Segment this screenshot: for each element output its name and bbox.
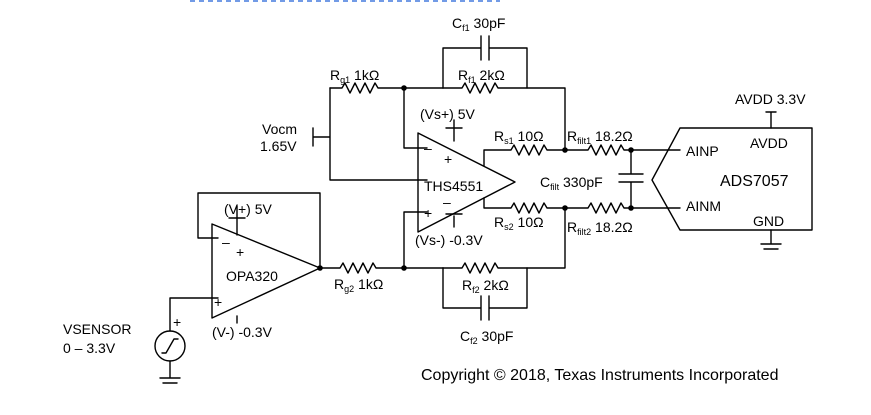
rf2-label: Rf2 2kΩ xyxy=(462,277,509,295)
vsensor-name: VSENSOR xyxy=(63,321,131,337)
node-dot xyxy=(317,265,323,271)
opa320-plus-sign: + xyxy=(214,294,222,310)
ths4551-minus-sign: – xyxy=(443,194,451,210)
ainp-pin-label: AINP xyxy=(686,143,719,159)
rg2-label: Rg2 1kΩ xyxy=(334,276,383,294)
opa320-plus-sign: + xyxy=(236,244,244,260)
noninverting-input-wire xyxy=(403,211,428,269)
ths4551-amplifier xyxy=(417,119,516,233)
ths4551-plus-sign: + xyxy=(444,151,452,167)
rs2-label: Rs2 10Ω xyxy=(494,214,544,232)
opa320-amplifier xyxy=(197,192,321,324)
cf2-label: Cf2 30pF xyxy=(460,328,513,346)
rg1-label: Rg1 1kΩ xyxy=(330,67,379,85)
vsensor-range: 0 – 3.3V xyxy=(63,340,116,356)
ads7057-label: ADS7057 xyxy=(720,173,789,190)
capacitor-cfilt xyxy=(618,149,644,209)
resistor-rfilt1 xyxy=(564,144,681,156)
cf1-label: Cf1 30pF xyxy=(452,15,505,33)
vocm-value: 1.65V xyxy=(260,138,297,154)
node-dot xyxy=(401,85,407,91)
capacitor-cf2 xyxy=(442,267,528,321)
rs1-label: Rs1 10Ω xyxy=(494,128,544,146)
ads7057-adc xyxy=(651,111,813,250)
resistor-rf1 xyxy=(442,82,566,151)
resistor-rg2 xyxy=(319,262,444,274)
resistor-rs1 xyxy=(483,144,566,167)
copyright-text: Copyright © 2018, Texas Instruments Inco… xyxy=(421,367,778,384)
ainm-pin-label: AINM xyxy=(686,198,721,214)
resistor-rg1 xyxy=(329,82,444,94)
capacitor-cf1 xyxy=(442,35,528,89)
vocm-name: Vocm xyxy=(262,121,297,137)
vsensor-source xyxy=(154,297,219,384)
inverting-input-wire xyxy=(403,87,428,149)
ths4551-vsplus-label: (Vs+) 5V xyxy=(420,106,476,122)
opa320-vplus-label: (V+) 5V xyxy=(224,201,273,217)
resistor-rs2 xyxy=(483,197,566,214)
rfilt1-label: Rfilt1 18.2Ω xyxy=(567,128,633,146)
opa320-vminus-label: (V-) -0.3V xyxy=(212,324,273,340)
avdd-pin-label: AVDD xyxy=(750,135,788,151)
cfilt-label: Cfilt 330pF xyxy=(540,174,603,192)
ths4551-label: THS4551 xyxy=(424,178,483,194)
opa320-label: OPA320 xyxy=(226,268,278,284)
rfilt2-label: Rfilt2 18.2Ω xyxy=(567,219,633,237)
ths4551-minus-sign: – xyxy=(424,140,432,156)
opa320-minus-sign: – xyxy=(222,234,230,250)
ths4551-plus-sign: + xyxy=(424,205,432,221)
vocm-source xyxy=(312,87,428,181)
resistor-rfilt2 xyxy=(564,202,681,214)
vsensor-plus-sign: + xyxy=(173,314,181,330)
avdd-supply-label: AVDD 3.3V xyxy=(735,91,806,107)
gnd-pin-label: GND xyxy=(753,213,784,229)
ths4551-vsminus-label: (Vs-) -0.3V xyxy=(415,232,483,248)
rf1-label: Rf1 2kΩ xyxy=(458,67,505,85)
